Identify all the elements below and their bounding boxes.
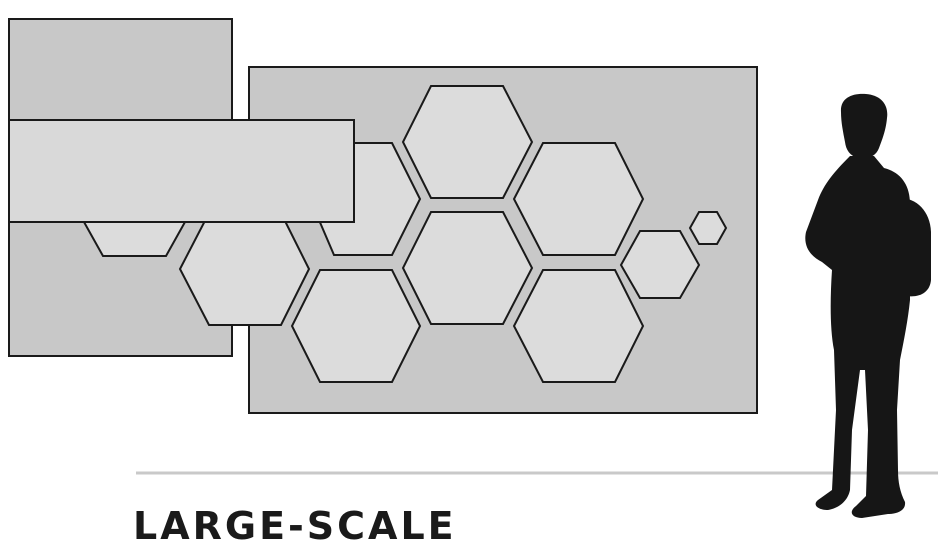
- hexagon: [512, 142, 645, 256]
- hexagon: [290, 269, 422, 383]
- hexagon-group: [82, 85, 728, 383]
- hexagon: [512, 269, 645, 383]
- hexagon: [688, 211, 728, 245]
- front-horizontal-panel: [8, 119, 355, 223]
- caption-large-scale: LARGE-SCALE: [133, 504, 457, 548]
- hexagon: [619, 230, 701, 299]
- human-silhouette: [805, 93, 931, 518]
- hexagon: [82, 221, 187, 257]
- head: [840, 93, 888, 159]
- hexagon: [178, 212, 311, 326]
- body: [805, 156, 910, 518]
- hexagon: [401, 211, 534, 325]
- hexagon: [401, 85, 534, 199]
- backpack-icon: [895, 197, 931, 297]
